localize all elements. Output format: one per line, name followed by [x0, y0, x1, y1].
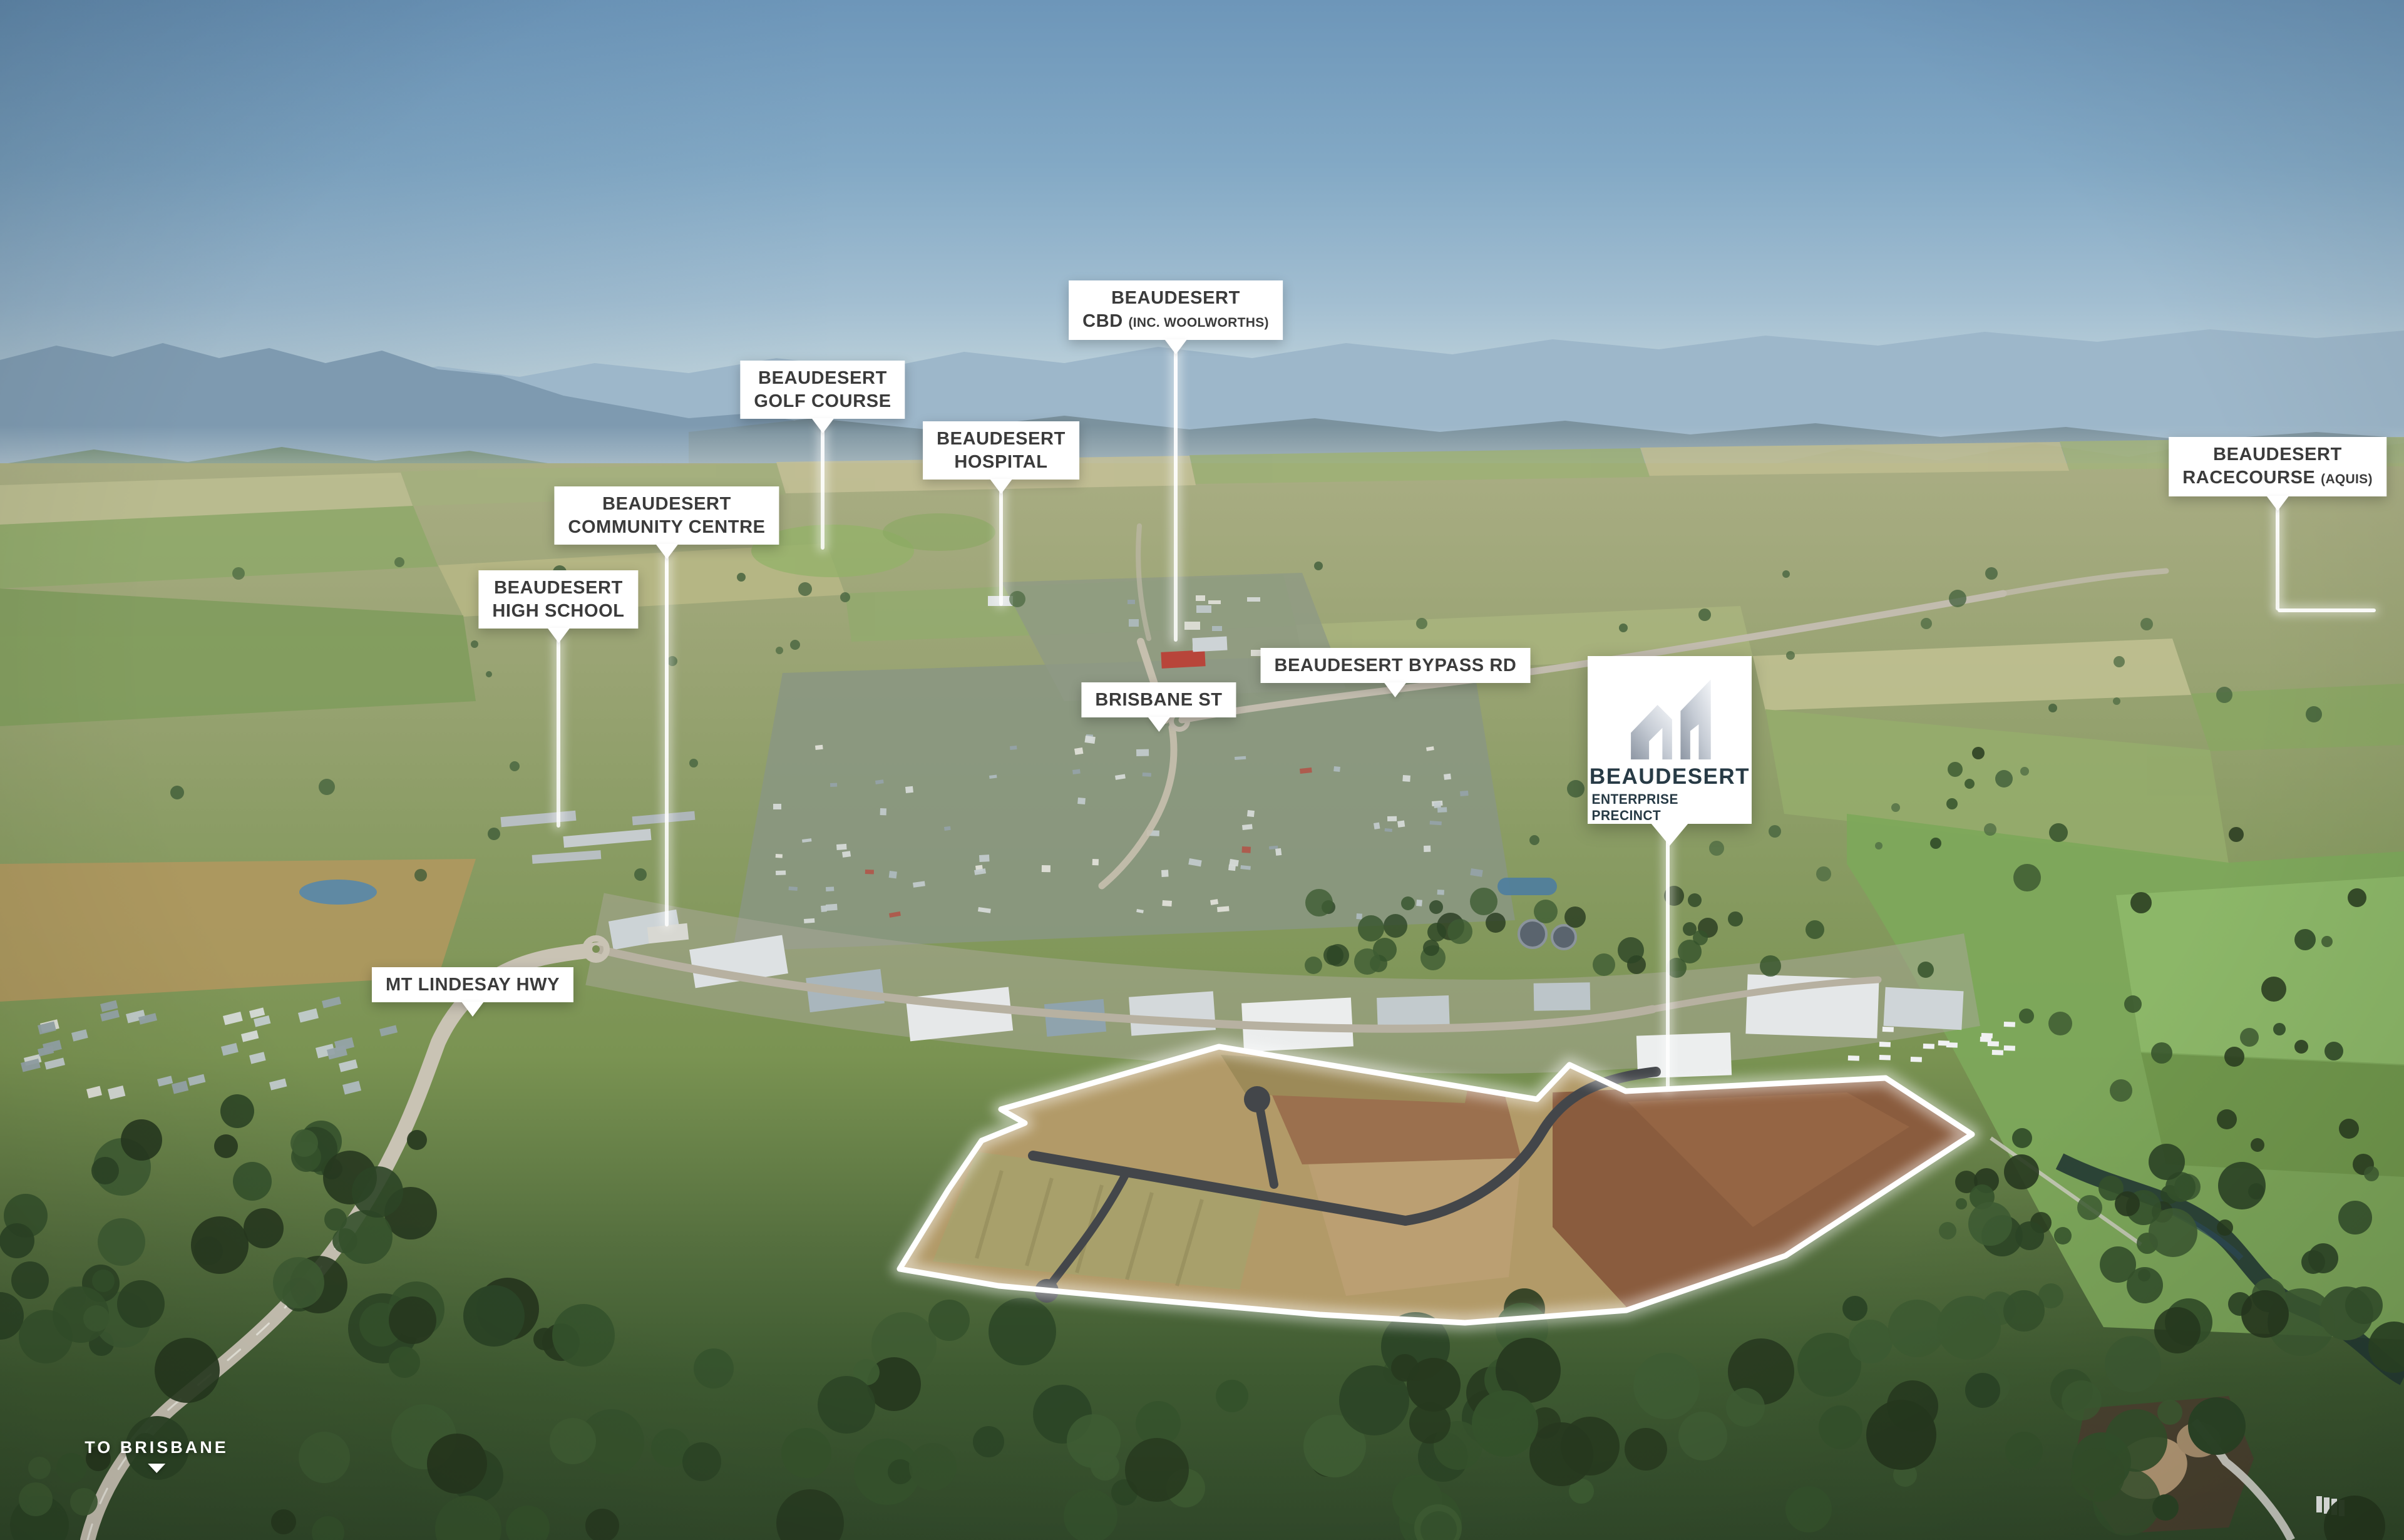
callout-line1: BEAUDESERT [758, 368, 887, 388]
callout-beaudesert-bypass-rd: BEAUDESERT BYPASS RD [1260, 648, 1531, 697]
buildings-m-monogram-icon [1631, 679, 1711, 760]
callout-beaudesert-cbd: BEAUDESERT CBD (INC. WOOLWORTHS) [1069, 280, 1283, 354]
arrow-down-icon [148, 1464, 165, 1473]
leader-line [1666, 819, 1670, 1090]
callout-brisbane-st: BRISBANE ST [1081, 682, 1236, 732]
callout-beaudesert-high-school: BEAUDESERT HIGH SCHOOL [478, 570, 639, 643]
site-boundary-outline [891, 1039, 1980, 1331]
callout-note: (AQUIS) [2321, 472, 2373, 486]
logo-pointer-icon [1651, 823, 1688, 846]
callout-line2: HOSPITAL [954, 452, 1048, 472]
callout-pointer-icon [1147, 717, 1170, 732]
callout-line1: BEAUDESERT [494, 578, 623, 598]
callout-line1: BEAUDESERT [1111, 288, 1240, 308]
callout-line1: BEAUDESERT BYPASS RD [1274, 655, 1517, 675]
callout-box: BRISBANE ST [1081, 682, 1236, 732]
callout-line2: GOLF COURSE [754, 391, 891, 411]
callout-line1: BRISBANE ST [1095, 690, 1223, 710]
callout-line1: BEAUDESERT [602, 494, 731, 514]
callout-pointer-icon [2266, 496, 2289, 511]
callout-pointer-icon [1164, 339, 1187, 354]
callout-box: BEAUDESERT CBD (INC. WOOLWORTHS) [1069, 280, 1283, 354]
callout-box: BEAUDESERT GOLF COURSE [740, 361, 905, 433]
callout-pointer-icon [547, 628, 570, 643]
callout-line2: CBD (INC. WOOLWORTHS) [1082, 311, 1269, 331]
callout-beaudesert-community-centre: BEAUDESERT COMMUNITY CENTRE [554, 486, 779, 559]
callout-beaudesert-hospital: BEAUDESERT HOSPITAL [923, 421, 1079, 494]
leader-line [1174, 318, 1178, 642]
callout-mt-lindesay-hwy: MT LINDESAY HWY [371, 967, 574, 1017]
logo-card: BEAUDESERT ENTERPRISE PRECINCT [1588, 656, 1752, 846]
callout-box: MT LINDESAY HWY [371, 967, 574, 1017]
callout-pointer-icon [461, 1002, 484, 1017]
callout-note: (INC. WOOLWORTHS) [1128, 316, 1269, 330]
direction-marker-to-brisbane: TO BRISBANE [85, 1438, 229, 1473]
callout-pointer-icon [1384, 682, 1407, 697]
leader-line [665, 524, 669, 927]
logo-tagline: ENTERPRISE PRECINCT [1591, 791, 1678, 823]
leader-line [999, 459, 1003, 606]
callout-line2: HIGH SCHOOL [492, 601, 625, 621]
logo-name: BEAUDESERT [1589, 764, 1750, 789]
callout-box: BEAUDESERT HIGH SCHOOL [478, 570, 639, 643]
callout-box: BEAUDESERT HOSPITAL [923, 421, 1079, 494]
callout-line2: COMMUNITY CENTRE [568, 517, 766, 537]
callout-beaudesert-racecourse: BEAUDESERT RACECOURSE (AQUIS) [2169, 437, 2386, 511]
leader-line [2276, 475, 2279, 610]
callout-beaudesert-golf-course: BEAUDESERT GOLF COURSE [740, 361, 905, 433]
callout-line2: RACECOURSE (AQUIS) [2182, 468, 2373, 488]
callout-line1: BEAUDESERT [2213, 444, 2342, 465]
callout-line1: BEAUDESERT [937, 429, 1066, 449]
leader-line [2278, 608, 2376, 612]
callout-pointer-icon [811, 418, 834, 433]
leader-line [557, 608, 560, 828]
callout-pointer-icon [990, 479, 1012, 494]
callout-box: BEAUDESERT COMMUNITY CENTRE [554, 486, 779, 559]
callout-line1: MT LINDESAY HWY [385, 975, 560, 995]
leader-line [821, 398, 824, 550]
callout-box: BEAUDESERT BYPASS RD [1260, 648, 1531, 697]
callout-pointer-icon [655, 544, 678, 559]
direction-label: TO BRISBANE [85, 1438, 229, 1457]
callout-box: BEAUDESERT RACECOURSE (AQUIS) [2169, 437, 2386, 511]
